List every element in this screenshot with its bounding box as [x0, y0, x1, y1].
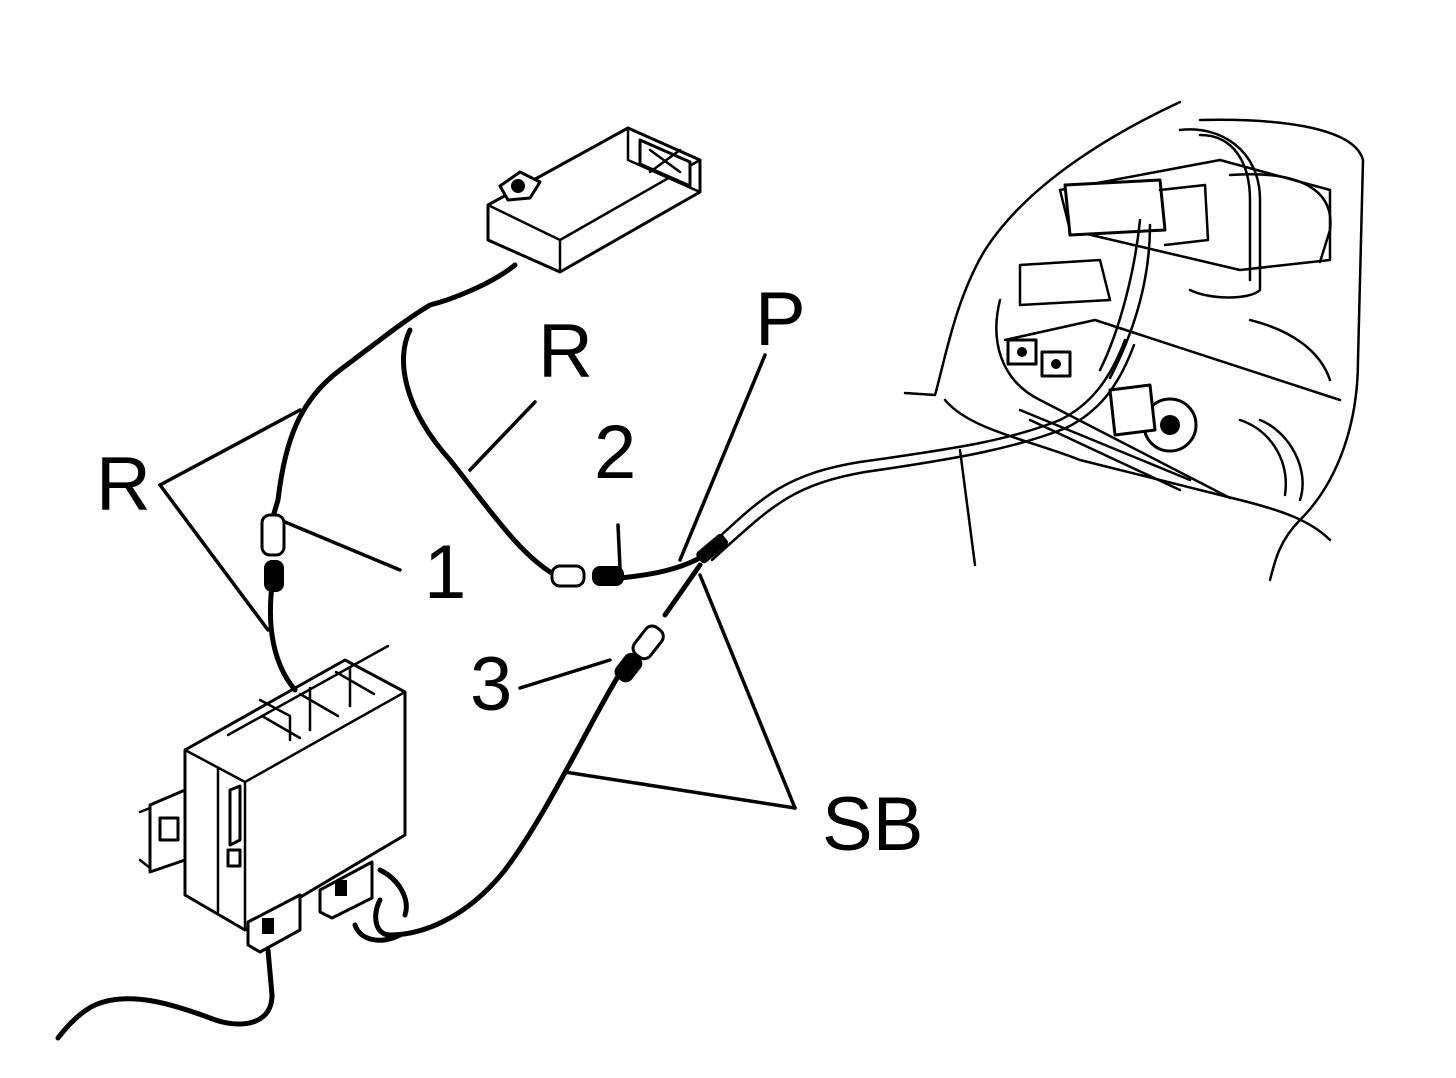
vehicle-corner: [903, 100, 1365, 582]
relay-blocks: [1006, 338, 1072, 378]
callout-1: 1: [424, 530, 466, 615]
connector-3: [614, 624, 665, 683]
callout-3: 3: [470, 642, 512, 727]
side-connector: [138, 788, 187, 874]
connector-1: [260, 513, 286, 592]
callout-2: 2: [594, 410, 636, 495]
bottom-connectors: [246, 860, 374, 954]
label-r-left: R: [96, 442, 151, 527]
junction-sleeve: [696, 533, 729, 564]
leader-lines: [158, 353, 797, 810]
upper-module: [486, 126, 702, 274]
label-p: P: [755, 277, 806, 362]
label-r-upper: R: [538, 309, 593, 394]
mounting-bracket: [498, 170, 542, 202]
wire-harness: [55, 262, 1136, 1041]
label-sb: SB: [822, 782, 923, 867]
connector-2: [550, 564, 624, 588]
lower-control-unit: [138, 644, 407, 954]
